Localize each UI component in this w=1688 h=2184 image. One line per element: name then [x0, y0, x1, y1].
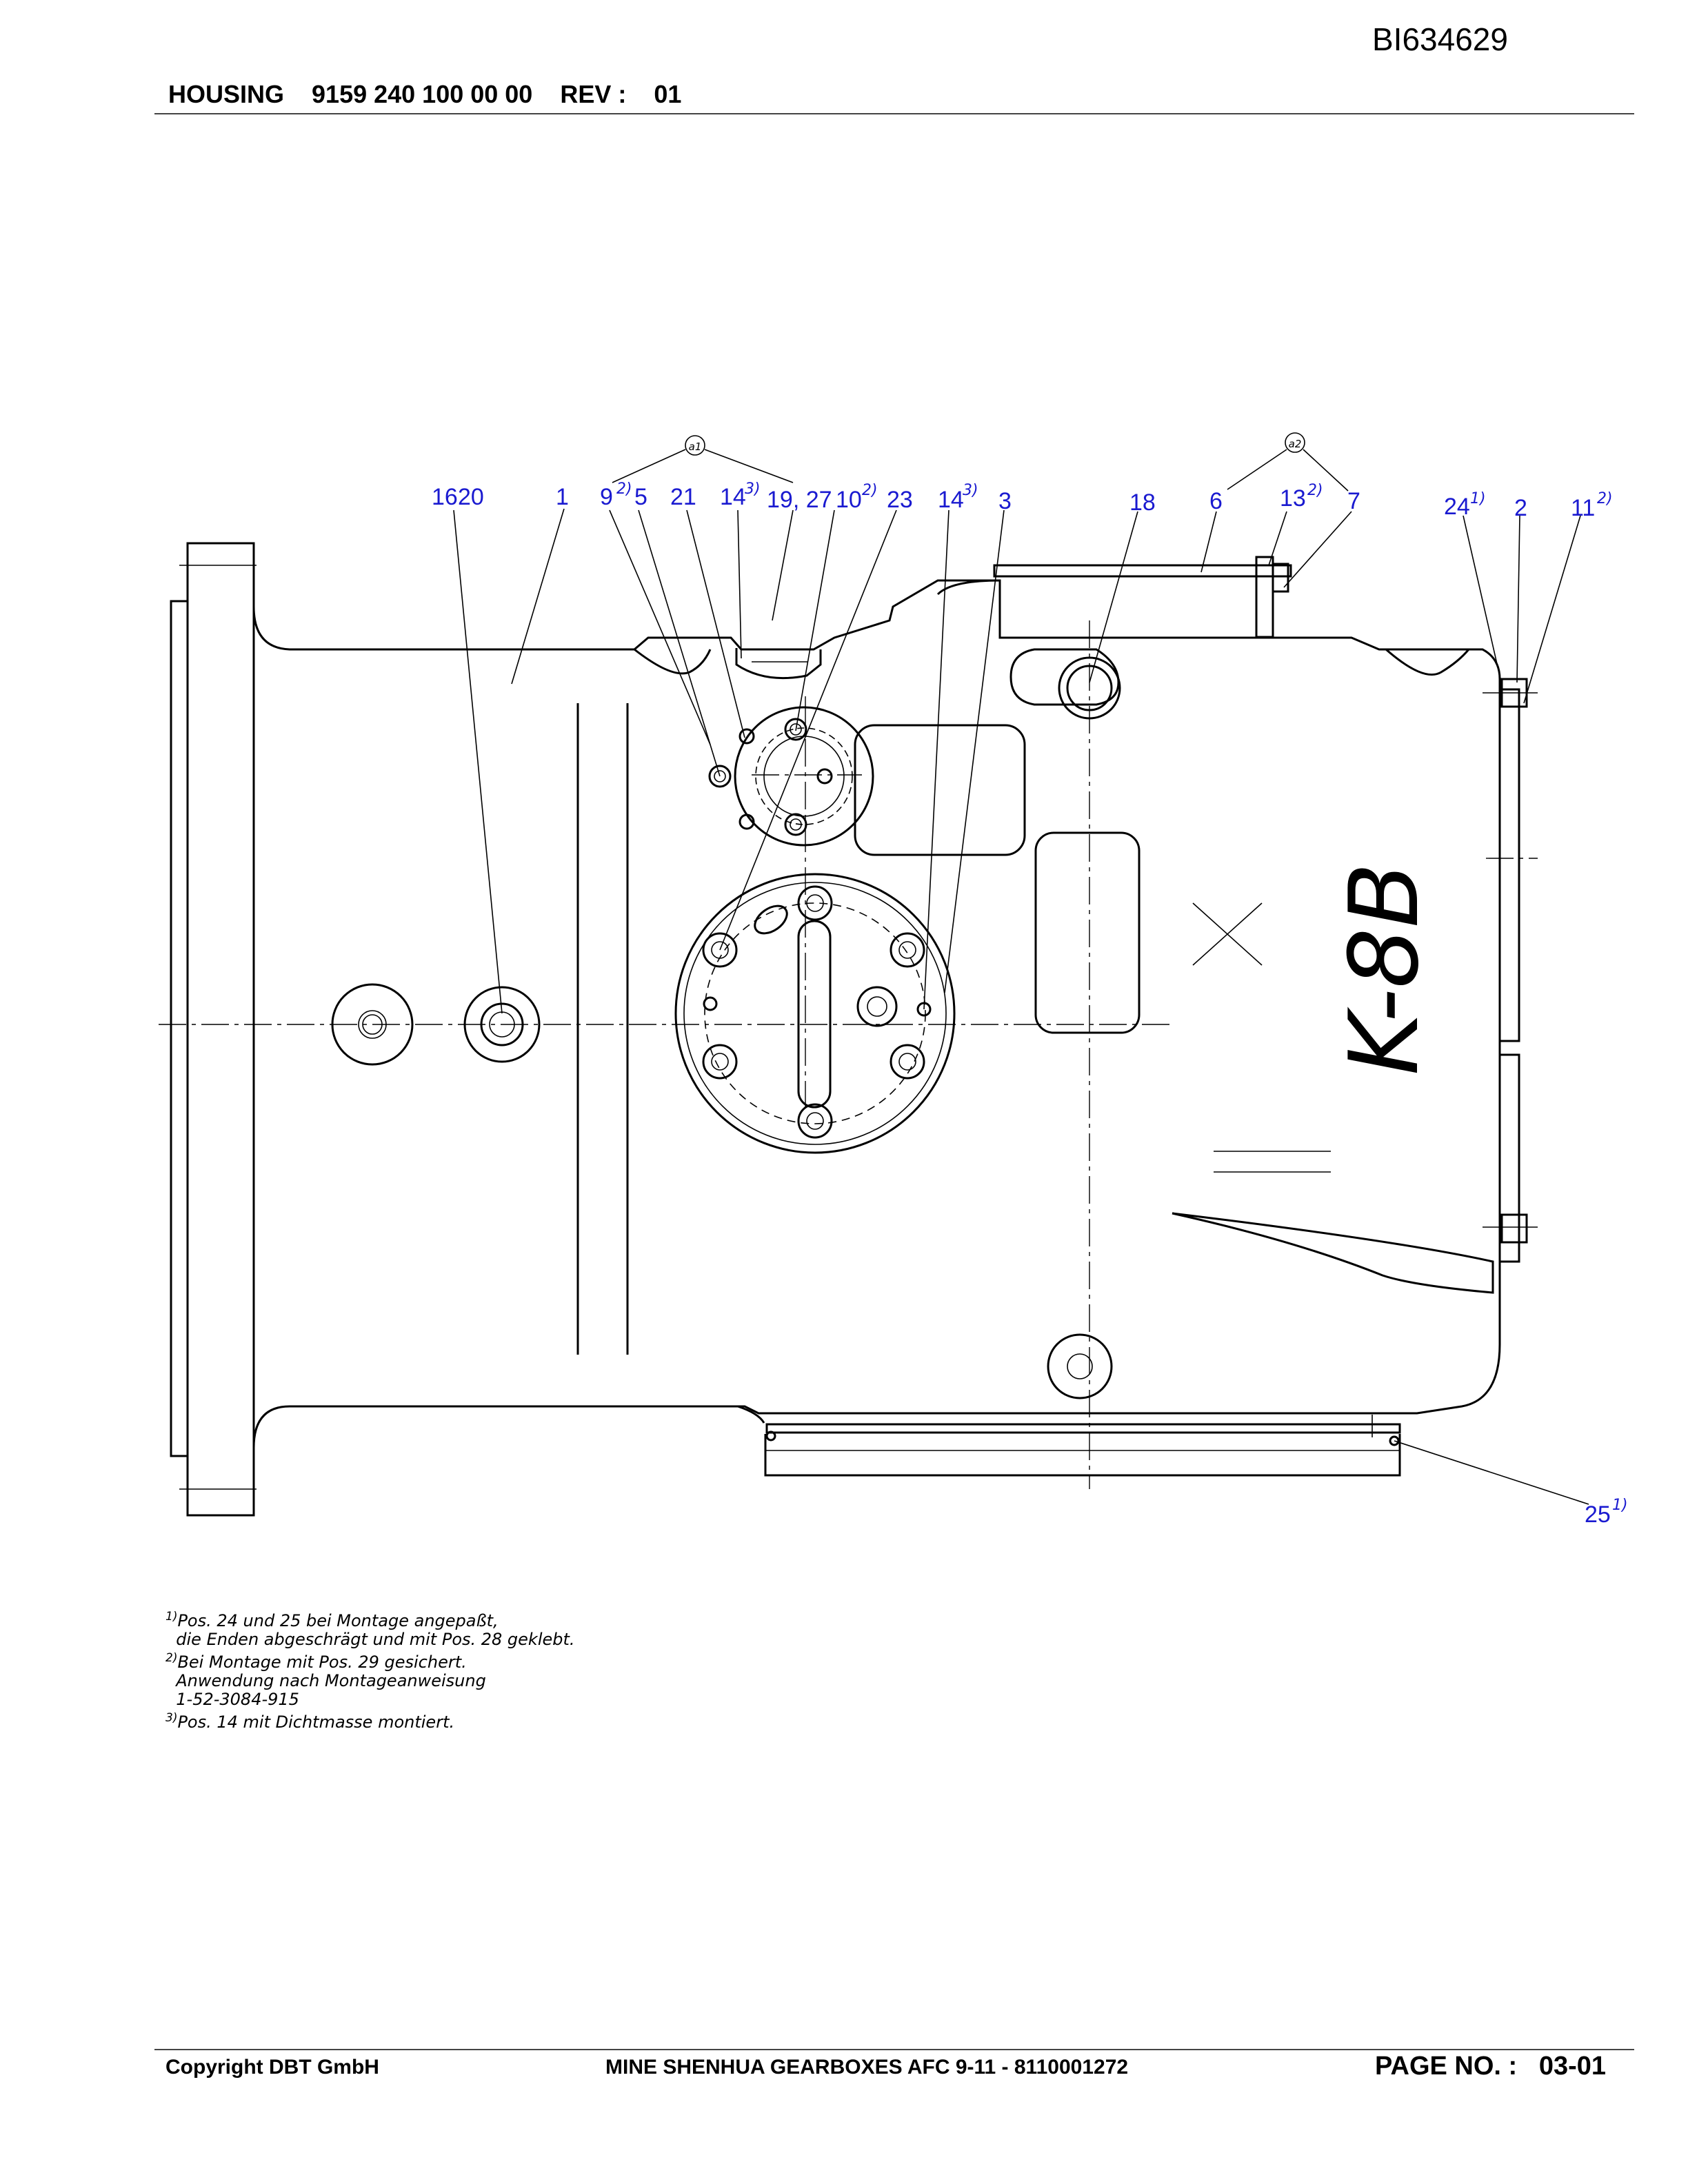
small-flange — [708, 706, 874, 847]
callout-9: 9 — [600, 484, 613, 510]
circle-tag-a1: a1 — [689, 441, 702, 453]
callout-23: 23 — [887, 487, 913, 513]
callout-24: 24 — [1444, 494, 1470, 520]
callout-6: 6 — [1209, 488, 1223, 514]
footer-page-number: PAGE NO. : 03-01 — [1375, 2052, 1607, 2081]
callout-13: 13 — [1280, 485, 1306, 512]
footer-project: MINE SHENHUA GEARBOXES AFC 9-11 - 811000… — [605, 2056, 1129, 2079]
callout-2: 2 — [1514, 495, 1527, 521]
housing-mark-group: K-8B — [1192, 862, 1440, 1075]
callout-16: 16 — [432, 484, 458, 510]
note-1-marker: 1) — [165, 1610, 178, 1624]
left-flange — [170, 542, 257, 1517]
note-1-line-2: die Enden abgeschrägt und mit Pos. 28 ge… — [176, 1630, 575, 1649]
footnotes: 1)Pos. 24 und 25 bei Montage angepaßt, d… — [165, 1608, 575, 1732]
callout-13-sup: 2) — [1307, 482, 1323, 499]
housing-mark: K-8B — [1329, 862, 1440, 1075]
callout-20: 20 — [458, 484, 484, 510]
note-2-line-1: Bei Montage mit Pos. 29 gesichert. — [177, 1652, 467, 1672]
page-title: HOUSING 9159 240 100 00 00 REV : 01 — [168, 80, 682, 108]
note-2-line-3: 1-52-3084-915 — [176, 1690, 299, 1709]
callout-14a-sup: 3) — [745, 481, 761, 498]
callout-18: 18 — [1129, 489, 1156, 516]
large-flange — [674, 873, 956, 1154]
callout-11-sup: 2) — [1597, 490, 1613, 507]
header-divider — [154, 113, 1634, 114]
callout-25-sup: 1) — [1612, 1497, 1628, 1514]
inspection-openings — [331, 648, 1141, 1399]
footer-divider — [154, 2049, 1634, 2050]
note-1-line-1: Pos. 24 und 25 bei Montage angepaßt, — [177, 1611, 499, 1630]
callout-14b-sup: 3) — [963, 482, 978, 499]
callout-25: 25 — [1585, 1502, 1611, 1528]
note-3-marker: 3) — [165, 1711, 178, 1725]
callout-24-sup: 1) — [1470, 490, 1486, 507]
callout-9-sup: 2) — [616, 481, 632, 498]
right-end-plate — [1483, 678, 1538, 1263]
note-2-marker: 2) — [165, 1651, 178, 1665]
circle-tags: a1 a2 — [612, 432, 1349, 492]
top-cover — [936, 556, 1292, 638]
footer-copyright: Copyright DBT GmbH — [165, 2056, 379, 2079]
callout-14b: 14 — [938, 487, 964, 513]
callout-14a: 14 — [720, 484, 746, 510]
callout-21: 21 — [670, 484, 696, 510]
callout-labels: 16 20 1 9 2) 5 21 14 3) 19, 27 10 2) 23 … — [432, 481, 1628, 1528]
note-3-line-1: Pos. 14 mit Dichtmasse montiert. — [177, 1712, 455, 1732]
centre-lines — [159, 620, 1538, 1489]
callout-3: 3 — [998, 488, 1012, 514]
circle-tag-a2: a2 — [1289, 438, 1302, 450]
callout-10: 10 — [836, 487, 862, 513]
callout-11: 11 — [1571, 495, 1595, 521]
housing-body — [252, 579, 1501, 1448]
note-2-line-2: Anwendung nach Montageanweisung — [176, 1671, 486, 1690]
callout-5: 5 — [634, 484, 647, 510]
bottom-cover — [737, 1405, 1401, 1477]
callout-7: 7 — [1347, 488, 1360, 514]
callout-1: 1 — [556, 484, 569, 510]
callout-19-27: 19, 27 — [767, 487, 832, 513]
callout-10-sup: 2) — [862, 482, 878, 499]
document-id: BI634629 — [1372, 21, 1508, 57]
leader-lines — [453, 508, 1589, 1505]
